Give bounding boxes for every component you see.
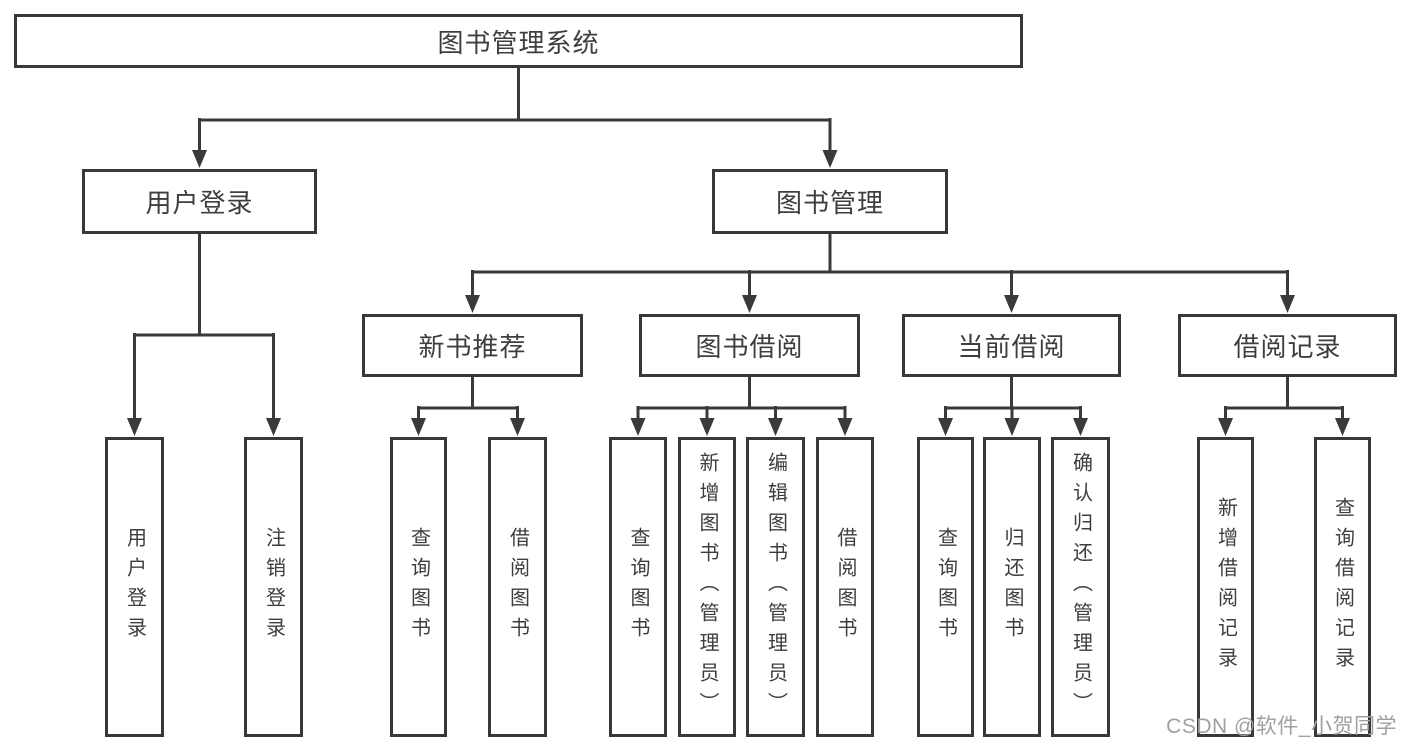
- node-label: 查询图书: [934, 527, 957, 647]
- node-label: 查询图书: [407, 527, 430, 647]
- node-label: 查询图书: [627, 527, 649, 647]
- node-query-books-rec: 查询图书: [390, 437, 447, 737]
- node-label: 借阅记录: [1233, 332, 1342, 362]
- node-borrow-books: 借阅图书: [816, 437, 874, 737]
- node-label: 图书借阅: [695, 332, 804, 362]
- node-borrowing-records: 借阅记录: [1178, 314, 1397, 377]
- node-query-books-borrow: 查询图书: [609, 437, 667, 737]
- node-label: 新增借阅记录: [1214, 497, 1237, 677]
- node-label: 借阅图书: [506, 527, 529, 647]
- node-label: 图书管理: [775, 188, 884, 218]
- node-label: 图书管理系统: [437, 27, 600, 58]
- node-label: 编辑图书（管理员）: [764, 452, 787, 722]
- node-label: 用户登录: [123, 527, 146, 647]
- node-label: 归还图书: [1001, 527, 1023, 647]
- node-edit-books-admin: 编辑图书（管理员）: [746, 437, 805, 737]
- node-user-login-leaf: 用户登录: [105, 437, 164, 737]
- node-label: 借阅图书: [834, 527, 856, 647]
- node-label: 注销登录: [262, 527, 285, 647]
- node-confirm-return-admin: 确认归还（管理员）: [1051, 437, 1110, 737]
- node-book-borrowing: 图书借阅: [639, 314, 860, 377]
- node-user-login: 用户登录: [82, 169, 317, 234]
- node-library-management-system: 图书管理系统: [14, 14, 1023, 68]
- node-label: 用户登录: [145, 188, 254, 218]
- node-label: 新增图书（管理员）: [696, 452, 718, 722]
- node-book-management: 图书管理: [712, 169, 948, 234]
- node-current-borrowing: 当前借阅: [902, 314, 1121, 377]
- csdn-watermark: CSDN @软件_小贺同学: [1166, 715, 1397, 738]
- node-add-borrow-record: 新增借阅记录: [1197, 437, 1254, 737]
- node-add-books-admin: 新增图书（管理员）: [678, 437, 736, 737]
- node-return-books: 归还图书: [983, 437, 1041, 737]
- arrowheads: [127, 150, 1350, 436]
- node-query-borrow-record: 查询借阅记录: [1314, 437, 1371, 737]
- node-label: 确认归还（管理员）: [1069, 452, 1092, 722]
- node-label: 当前借阅: [957, 332, 1066, 362]
- node-borrow-books-rec: 借阅图书: [488, 437, 547, 737]
- node-new-book-recommendation: 新书推荐: [362, 314, 583, 377]
- node-query-books-current: 查询图书: [917, 437, 974, 737]
- node-label: 查询借阅记录: [1331, 497, 1354, 677]
- node-logout: 注销登录: [244, 437, 303, 737]
- node-label: 新书推荐: [418, 332, 527, 362]
